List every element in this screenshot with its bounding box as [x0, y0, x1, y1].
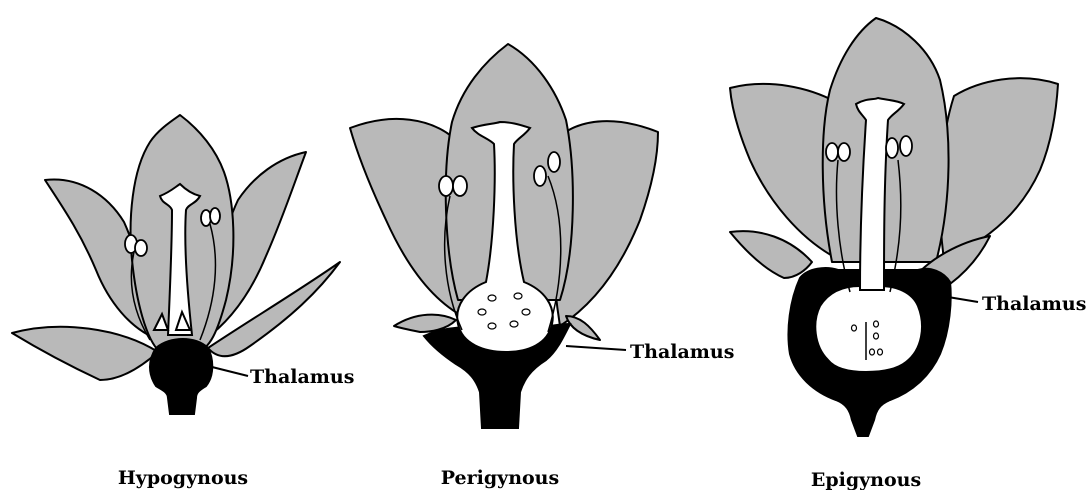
perigynous-ovule-5 — [488, 323, 496, 329]
epigynous-caption: Epigynous — [811, 469, 921, 490]
hypogynous-thalamus-pointer-line — [208, 366, 248, 376]
epigynous-anther-left-b — [838, 143, 850, 161]
perigynous-right-sepal — [566, 316, 600, 340]
perigynous-ovule-6 — [510, 321, 518, 327]
perigynous-anther-left-b — [453, 176, 467, 196]
perigynous-thalamus-label: Thalamus — [630, 341, 734, 363]
epigynous-ovule-3 — [874, 333, 879, 339]
epigynous-ovule-4 — [870, 349, 875, 355]
hypogynous-anther-right-b — [210, 208, 220, 224]
perigynous-caption: Perigynous — [441, 467, 559, 489]
epigynous-left-sepal — [730, 231, 812, 278]
epigynous-flower — [730, 18, 1058, 436]
epigynous-anther-right-a — [886, 138, 898, 158]
hypogynous-caption: Hypogynous — [118, 467, 248, 489]
perigynous-anther-right-b — [548, 152, 560, 172]
perigynous-anther-right-a — [534, 166, 546, 186]
epigynous-ovule-1 — [852, 325, 857, 331]
perigynous-flower — [350, 44, 658, 428]
perigynous-ovule-3 — [478, 309, 486, 315]
epigynous-ovule-2 — [874, 321, 879, 327]
perigynous-ovule-4 — [522, 309, 530, 315]
hypogynous-left-sepal — [12, 327, 158, 380]
perigynous-thalamus-pointer-line — [566, 346, 626, 350]
hypogynous-thalamus-label: Thalamus — [250, 366, 354, 388]
perigynous-ovule-2 — [514, 293, 522, 299]
perigynous-ovule-1 — [488, 295, 496, 301]
hypogynous-thalamus — [150, 339, 212, 414]
epigynous-anther-right-b — [900, 136, 912, 156]
epigynous-right-petal — [940, 78, 1058, 260]
epigynous-anther-left-a — [826, 143, 838, 161]
epigynous-ovary — [815, 286, 922, 372]
epigynous-ovule-5 — [878, 349, 883, 355]
hypogynous-anther-left-b — [135, 240, 147, 256]
epigynous-thalamus-label: Thalamus — [982, 293, 1086, 315]
perigynous-anther-left-a — [439, 176, 453, 196]
